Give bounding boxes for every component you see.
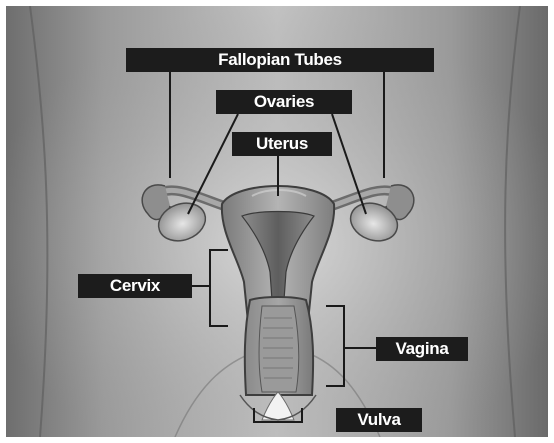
label-ovaries: Ovaries xyxy=(216,90,352,114)
label-uterus: Uterus xyxy=(232,132,332,156)
label-vulva: Vulva xyxy=(336,408,422,432)
label-fallopian-tubes: Fallopian Tubes xyxy=(126,48,434,72)
label-vagina: Vagina xyxy=(376,337,468,361)
label-cervix: Cervix xyxy=(78,274,192,298)
